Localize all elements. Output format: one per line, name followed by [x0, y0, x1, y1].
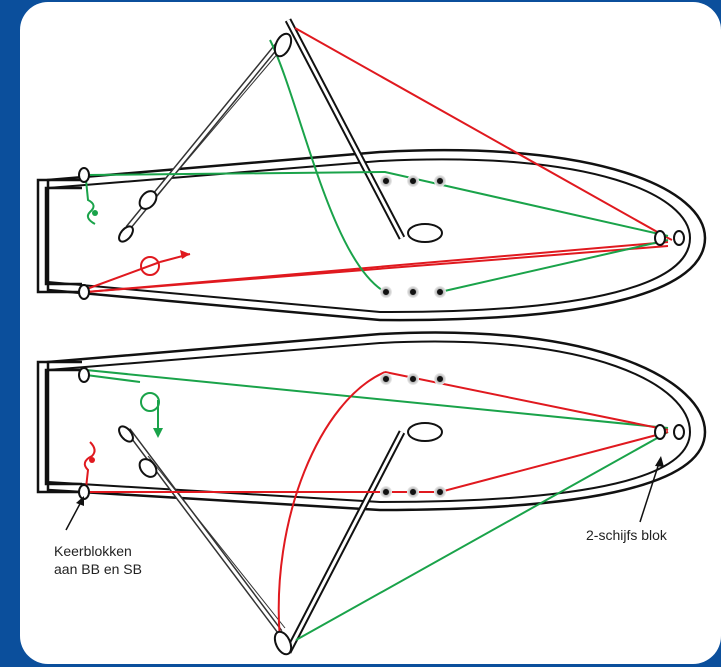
green-line-top-a [85, 170, 669, 237]
green-sheet-bottom [295, 431, 669, 641]
annotation-arrows [65, 456, 664, 531]
boom-top-inner [286, 19, 404, 239]
arrow-turning-blocks [65, 499, 83, 531]
boom-bottom-inner [286, 431, 404, 653]
green-loop-bottom [140, 392, 160, 412]
transom-top [36, 178, 82, 294]
green-tail-top [85, 179, 96, 225]
hull-top-outer [46, 148, 707, 322]
block-bottom-stern-port [78, 367, 90, 383]
hull-bottom-outer [46, 331, 707, 512]
red-sheet-top [294, 27, 673, 241]
red-loop-top [140, 256, 160, 276]
mast-bottom [407, 422, 443, 442]
arrow-double-block [639, 459, 661, 523]
hull-top-inner [47, 158, 692, 314]
tiller-knob-top [138, 190, 158, 210]
cleats-bottom-lower [380, 486, 446, 498]
boat-top [36, 18, 707, 322]
cleats-top-upper [380, 175, 446, 187]
label-turning-blocks-line1: Keerblokken [54, 543, 132, 559]
cleats-bottom-upper [380, 373, 446, 385]
mast-top [407, 223, 443, 243]
hull-bottom-inner [47, 340, 692, 504]
block-top-stern-port [78, 167, 90, 183]
boat-bottom [36, 331, 707, 656]
green-curve-top [269, 39, 386, 293]
block-top-stern-sb [78, 284, 90, 300]
green-line-bottom-b [85, 374, 141, 383]
red-tail-bottom [83, 441, 96, 489]
tiller-knob-bottom [138, 458, 158, 478]
double-block-top-b [673, 230, 685, 246]
red-curve-bottom [277, 371, 386, 641]
red-line-top-b [85, 245, 669, 293]
double-block-bottom-a [654, 424, 666, 440]
red-line-top-c [83, 261, 161, 291]
label-turning-blocks-line2: aan BB en SB [54, 561, 142, 577]
label-double-block: 2-schijfs blok [586, 527, 667, 543]
label-turning-blocks: Keerblokken aan BB en SB [54, 542, 142, 578]
green-line-bottom-a [85, 369, 669, 429]
red-line-bottom-a [384, 371, 669, 431]
cleats-top-lower [380, 286, 446, 298]
double-block-top-a [654, 230, 666, 246]
double-block-bottom-b [673, 424, 685, 440]
transom-bottom [36, 360, 82, 494]
green-line-top-b [439, 239, 669, 293]
diagram-panel [20, 2, 721, 664]
